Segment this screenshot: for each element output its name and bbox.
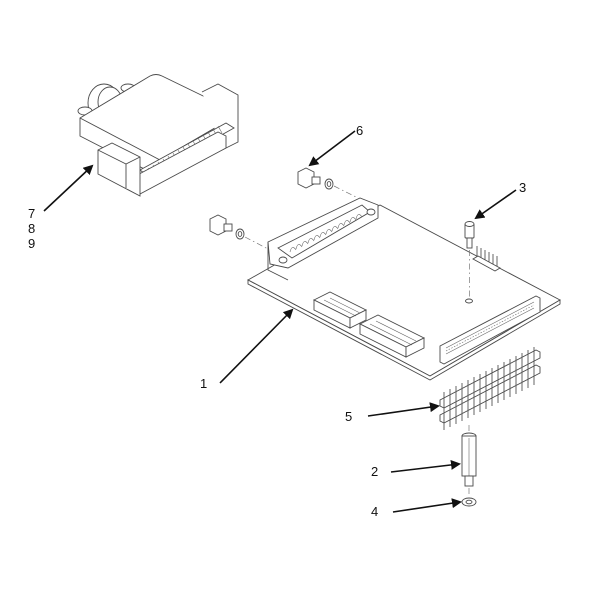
callout-label-2: 2 bbox=[371, 464, 379, 479]
d-sub-receptacle bbox=[267, 197, 379, 281]
edge-connector bbox=[439, 295, 541, 365]
socket-head-screw bbox=[464, 221, 475, 249]
callout-label-9: 9 bbox=[28, 236, 36, 251]
idc-header-1 bbox=[312, 291, 368, 329]
callout-label-6: 6 bbox=[356, 123, 364, 138]
callout-label-3: 3 bbox=[519, 180, 527, 195]
leader-7-8-9 bbox=[43, 164, 94, 212]
backshell-connector bbox=[77, 74, 239, 197]
leader-3 bbox=[474, 189, 517, 220]
callout-label-1: 1 bbox=[200, 376, 208, 391]
jack-screw-upper bbox=[297, 167, 334, 190]
leader-2 bbox=[390, 459, 461, 473]
hex-standoff bbox=[461, 432, 477, 487]
leader-6 bbox=[308, 130, 356, 167]
idc-header-2 bbox=[358, 314, 426, 358]
jack-screw-lower bbox=[209, 214, 245, 240]
washer bbox=[461, 497, 477, 507]
callout-label-8: 8 bbox=[28, 221, 36, 236]
leader-1 bbox=[219, 308, 294, 384]
pin-headers bbox=[439, 347, 541, 430]
leader-4 bbox=[392, 498, 462, 513]
leader-5 bbox=[367, 402, 440, 417]
callout-label-7: 7 bbox=[28, 206, 36, 221]
callout-label-5: 5 bbox=[345, 409, 353, 424]
callout-label-4: 4 bbox=[371, 504, 379, 519]
